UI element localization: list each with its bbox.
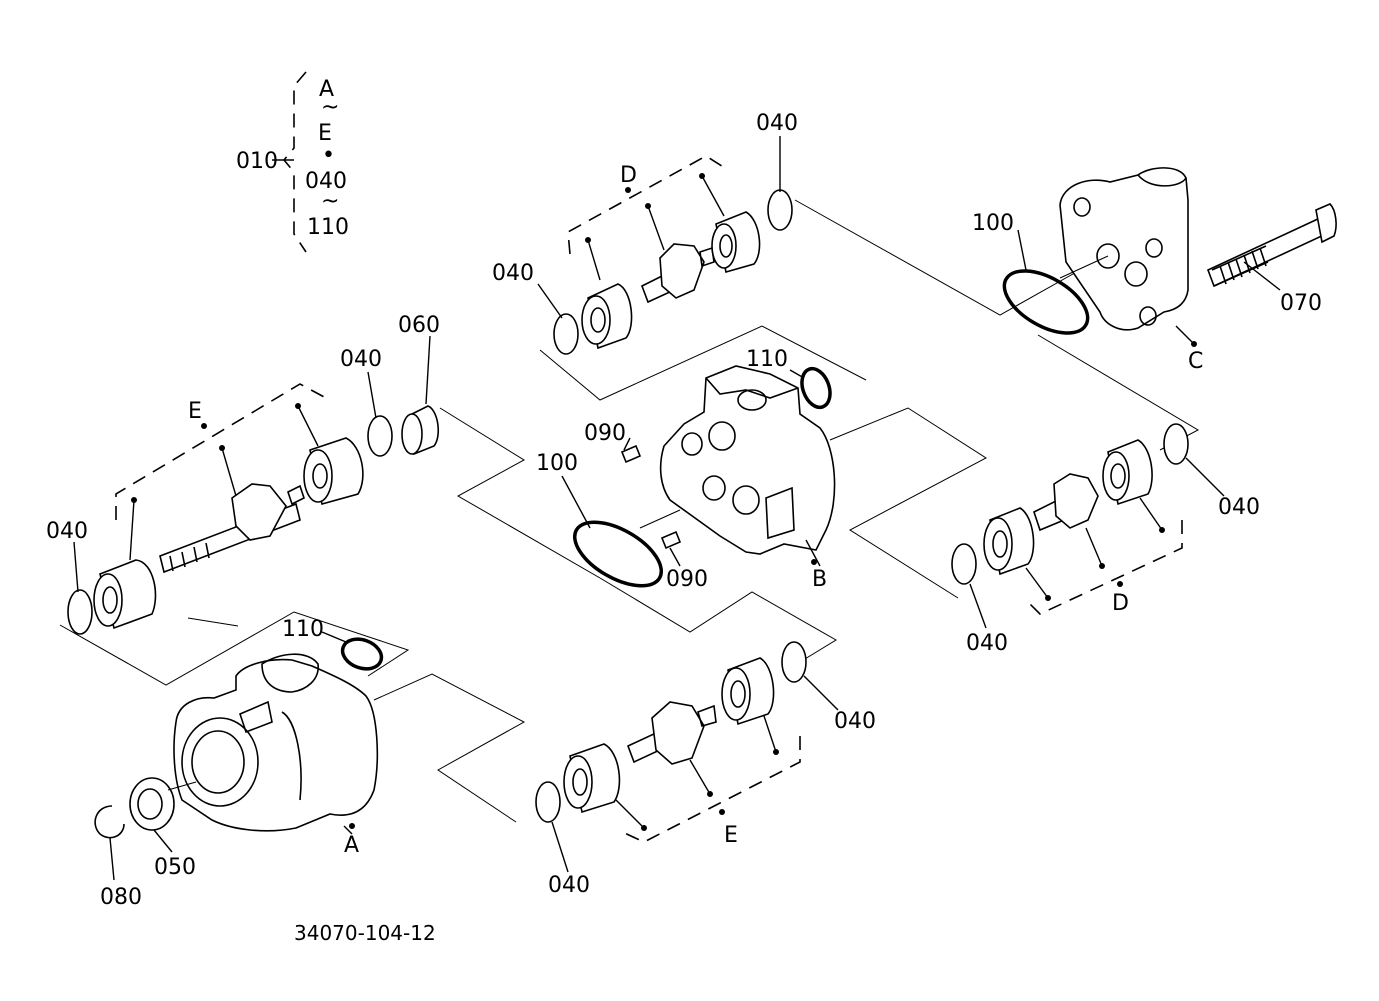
bracket-line-6: ~: [321, 189, 339, 214]
bushing-e-left-rear: [303, 437, 364, 505]
bushing-e-left-front: [93, 559, 157, 630]
label-060: 060: [398, 313, 440, 338]
label-110-top: 110: [746, 347, 788, 372]
o-ring-110-top: [800, 366, 832, 410]
pin-090-top: [620, 444, 642, 464]
center-axis-lines: [167, 255, 1109, 791]
oil-seal-050: [129, 777, 175, 831]
pin-090-low: [660, 530, 682, 550]
bracket-line-2: ~: [321, 95, 339, 120]
assembly-plane-lines: [59, 199, 1200, 823]
label-040-d-left: 040: [492, 261, 534, 286]
gear-shaft-e-left: [159, 483, 305, 574]
part-label-c: C: [1188, 349, 1203, 374]
label-070: 070: [1280, 291, 1322, 316]
bolt-070: [1206, 203, 1337, 288]
ring-040-d-top-a: [553, 313, 579, 355]
part-labels: 040 040 040 040 040 040 040 040 060 070 …: [46, 111, 1322, 910]
snap-ring-080: [94, 805, 125, 839]
label-040-right-low: 040: [966, 631, 1008, 656]
label-100-top: 100: [972, 211, 1014, 236]
bracket-line-1: A: [319, 77, 334, 102]
gear-shaft-d-right: [1033, 473, 1099, 532]
ring-040-e-left-b: [367, 415, 393, 457]
label-080: 080: [100, 885, 142, 910]
part-label-b: B: [812, 567, 827, 592]
assembly-ref-label: 010: [236, 149, 278, 174]
ring-040-e-bottom-b: [781, 641, 807, 683]
group-label-d-right: D: [1112, 591, 1129, 616]
group-label-d-top: D: [620, 163, 637, 188]
o-ring-100-mid: [572, 520, 664, 588]
gear-shaft-e-bottom: [626, 701, 717, 765]
ring-040-e-bottom-a: [535, 781, 561, 823]
bushing-d-top-rear: [711, 211, 761, 274]
o-ring-100-top: [1002, 269, 1090, 335]
assembly-bracket: 010 A ~ E • 040 ~ 110: [236, 71, 349, 253]
bushing-d-right-front: [983, 507, 1035, 576]
pump-housing-a: [173, 653, 379, 832]
ring-040-d-right-b: [1163, 423, 1189, 465]
label-040-lower-right: 040: [834, 709, 876, 734]
needle-bearing-060: [401, 405, 440, 456]
gear-shaft-d-top: [640, 243, 715, 304]
label-040-e-mid: 040: [340, 347, 382, 372]
ring-040-e-left-a: [67, 589, 93, 635]
bushing-d-top-front: [581, 283, 633, 350]
label-050: 050: [154, 855, 196, 880]
label-090-low: 090: [666, 567, 708, 592]
label-040-e-left: 040: [46, 519, 88, 544]
bracket-line-4: •: [322, 143, 335, 168]
label-040-bottom: 040: [548, 873, 590, 898]
bushing-d-right-rear: [1102, 439, 1153, 506]
ring-040-d-right-a: [951, 543, 977, 585]
group-brackets: [115, 155, 1183, 843]
pump-cover-c: [1059, 167, 1189, 331]
bushing-e-bottom-front: [563, 743, 621, 814]
o-ring-110-low: [340, 637, 384, 671]
bracket-line-7: 110: [307, 215, 349, 240]
bracket-line-3: E: [318, 121, 332, 146]
label-110-low: 110: [282, 617, 324, 642]
part-label-a: A: [344, 833, 359, 858]
ring-040-d-top-b: [767, 189, 793, 231]
group-label-e-bottom: E: [724, 823, 738, 848]
bracket-line-5: 040: [305, 169, 347, 194]
figure-number: 34070-104-12: [294, 921, 436, 945]
label-040-top: 040: [756, 111, 798, 136]
bushing-e-bottom-rear: [721, 657, 775, 726]
group-label-e-left: E: [188, 399, 202, 424]
label-090-top: 090: [584, 421, 626, 446]
label-100-mid: 100: [536, 451, 578, 476]
pump-body-b: [659, 365, 836, 555]
label-040-right: 040: [1218, 495, 1260, 520]
leader-lines: [73, 136, 1281, 881]
